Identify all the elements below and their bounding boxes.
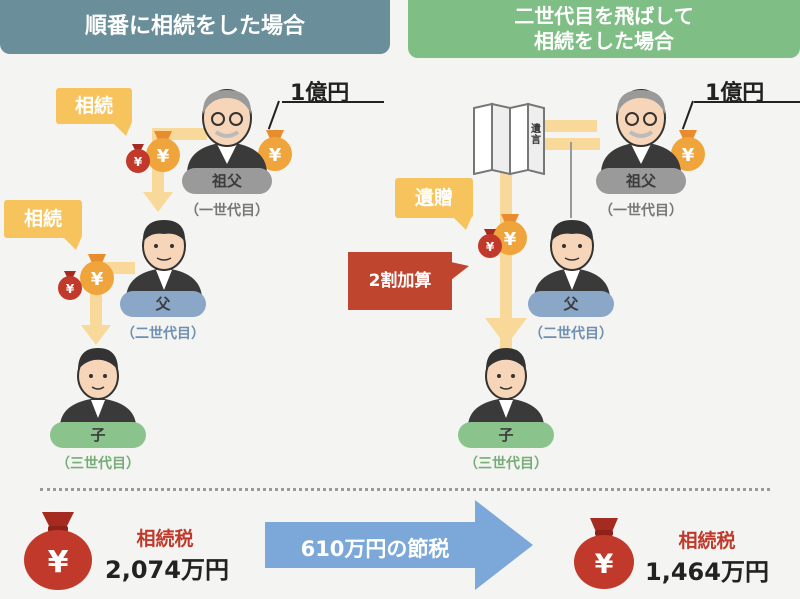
right-panel-header: 二世代目を飛ばして 相続をした場合	[408, 0, 800, 58]
left-father-gen: （二世代目）	[121, 326, 205, 342]
right-gray-connector	[570, 142, 572, 218]
right-father-gen: （二世代目）	[529, 326, 613, 342]
svg-text:¥: ¥	[595, 549, 614, 580]
left-child-icon	[60, 348, 136, 425]
left-panel-header: 順番に相続をした場合	[0, 0, 390, 54]
right-bubble-bequest: 遺贈	[395, 178, 473, 218]
left-tax-money-bag-icon: ¥	[24, 512, 92, 590]
left-father-icon	[126, 220, 202, 297]
right-child-gen: （三世代目）	[464, 456, 548, 472]
left-bubble-inherit-2: 相続	[4, 200, 82, 238]
left-grandfather-pill: 祖父	[182, 168, 272, 194]
right-father-pill: 父	[528, 291, 614, 317]
left-arrow-down-1	[143, 192, 173, 212]
right-tax-money-bag-icon: ¥	[574, 518, 634, 589]
surcharge-tag-tip	[451, 262, 469, 280]
will-text: 遺言	[531, 124, 541, 146]
will-document-icon	[473, 102, 545, 175]
surcharge-tag: 2割加算	[348, 252, 452, 310]
left-bubble-inherit-1: 相続	[56, 88, 132, 124]
right-grandfather-gen: （一世代目）	[599, 203, 683, 219]
right-amount-underline	[694, 101, 800, 103]
left-child-pill: 子	[50, 422, 146, 448]
left-grandfather-gen: （一世代目）	[185, 203, 269, 219]
right-header-line1: 二世代目を飛ばして	[514, 4, 694, 28]
left-tax-value: 2,074万円	[105, 556, 229, 584]
left-child-gen: （三世代目）	[56, 456, 140, 472]
right-tax-value: 1,464万円	[645, 558, 769, 586]
left-bubble-tail-2	[62, 236, 82, 250]
right-child-icon	[468, 348, 544, 425]
right-child-pill: 子	[458, 422, 554, 448]
left-father-pill: 父	[120, 291, 206, 317]
svg-text:¥: ¥	[48, 545, 69, 580]
left-arrow-down-2	[81, 325, 111, 345]
left-amount-underline	[282, 101, 384, 103]
right-father-icon	[534, 220, 610, 297]
right-tax-label: 相続税	[678, 530, 736, 552]
savings-arrow	[265, 500, 533, 590]
dotted-divider	[40, 488, 770, 491]
left-money-bags-2	[58, 254, 114, 300]
right-header-line2: 相続をした場合	[534, 29, 674, 53]
right-arrow-down	[485, 318, 527, 346]
right-grandfather-icon	[601, 89, 681, 174]
right-bubble-tail	[452, 216, 472, 230]
left-grandfather-icon	[187, 89, 267, 174]
savings-label: 610万円の節税	[300, 537, 450, 561]
left-tax-label: 相続税	[136, 528, 194, 550]
right-grandfather-pill: 祖父	[596, 168, 686, 194]
left-bubble-tail-1	[112, 122, 132, 136]
